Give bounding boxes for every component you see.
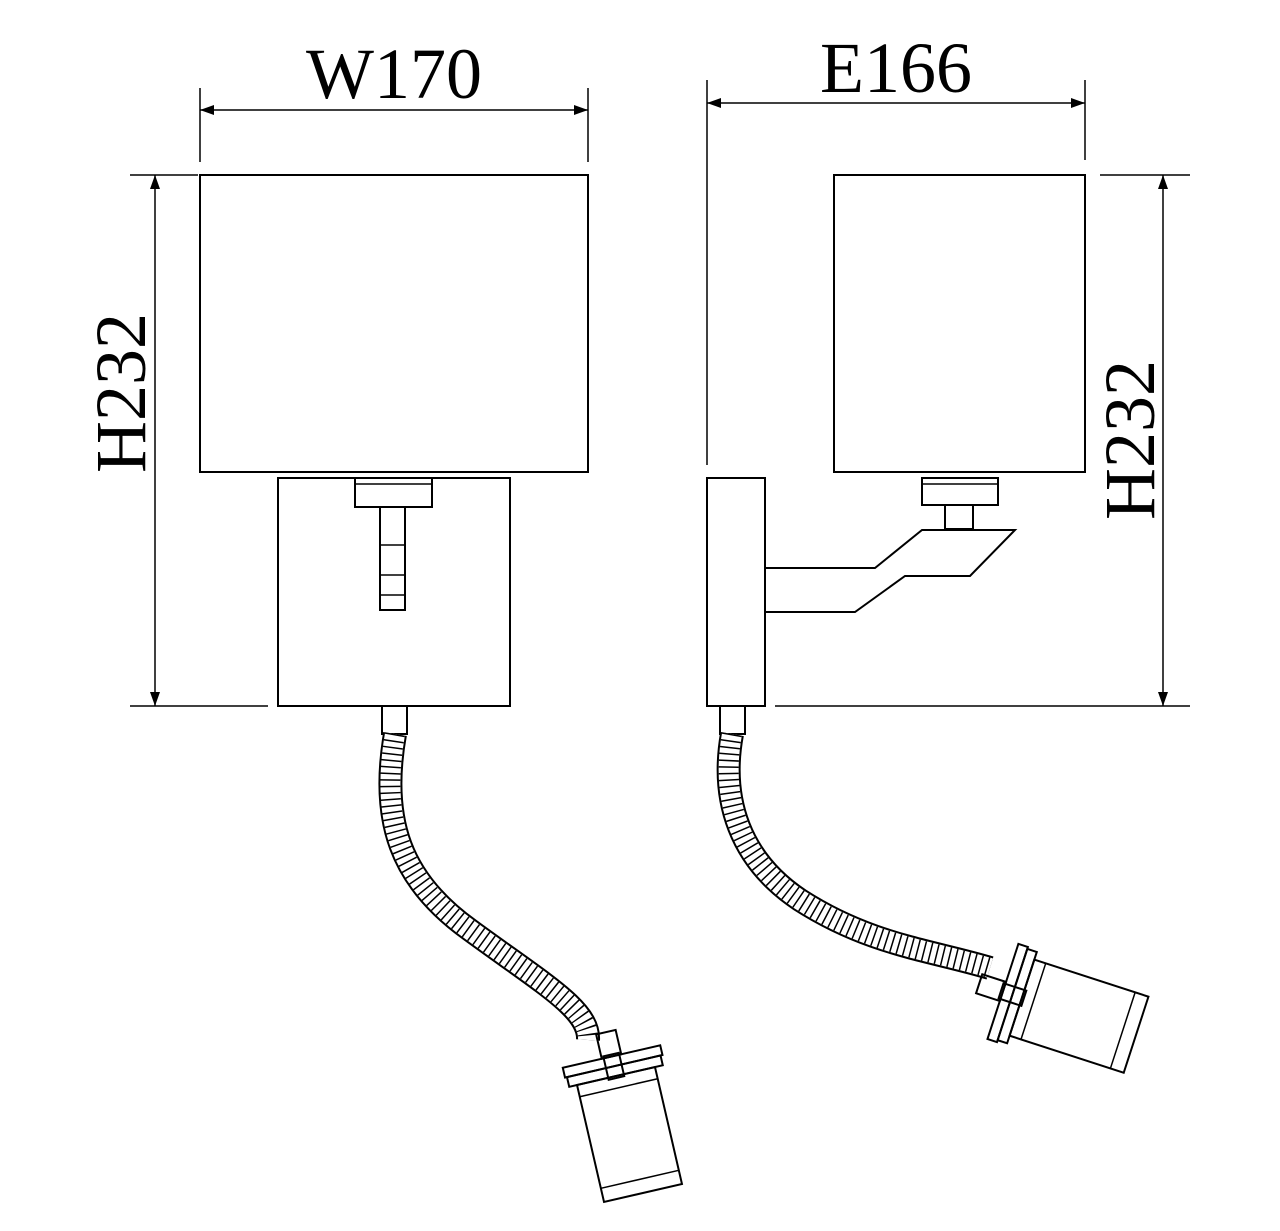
extension-dimension: E166 (706, 28, 1086, 465)
wall-plate-front (277, 477, 511, 707)
height-label-side: H232 (1090, 360, 1170, 520)
wall-plate-side (706, 477, 766, 707)
height-label-front: H232 (81, 313, 161, 473)
lamp-shade-side (833, 174, 1086, 473)
support-arm (765, 529, 1018, 613)
reading-light-head-front (561, 1028, 684, 1204)
height-dimension-front: H232 (81, 174, 268, 707)
width-label: W170 (306, 34, 482, 114)
gooseneck-front (378, 705, 600, 1041)
switch-knob-side (921, 477, 999, 530)
width-dimension: W170 (199, 34, 589, 162)
side-view: E166 H232 (706, 28, 1190, 1075)
extension-label: E166 (820, 28, 972, 108)
height-dimension-side: H232 (775, 174, 1190, 707)
front-view: W170 H232 (81, 34, 684, 1204)
gooseneck-side (716, 705, 994, 980)
reading-light-head-side (974, 942, 1150, 1075)
switch-knob-front (354, 477, 433, 611)
lamp-shade-front (199, 174, 589, 473)
